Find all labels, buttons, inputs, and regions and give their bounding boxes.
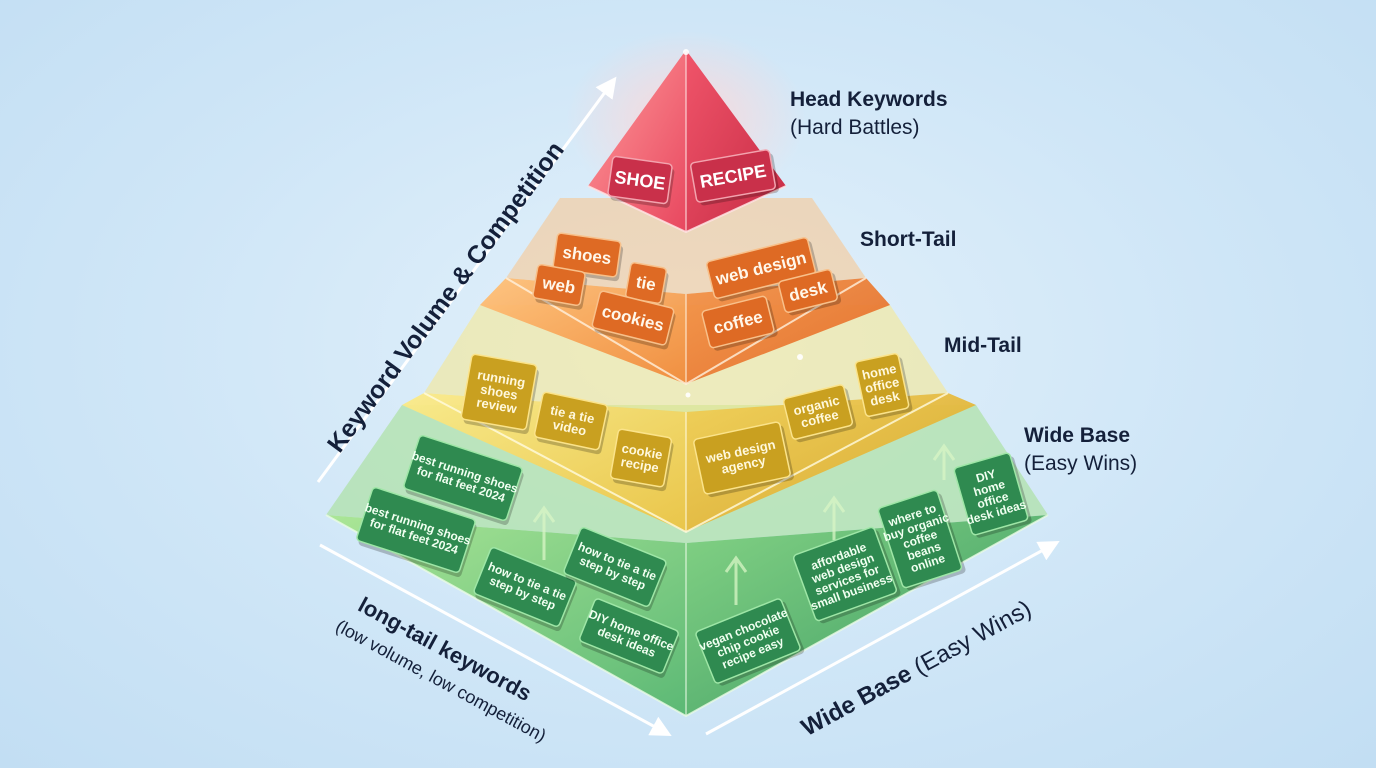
keyword-tile-head: SHOE [607, 155, 675, 208]
bottom-right-arrow [705, 540, 1060, 736]
keyword-text: homeofficedesk [861, 361, 904, 410]
keyword-tile-mid: homeofficedesk [854, 353, 913, 420]
wide-base-title: Wide Base [1024, 424, 1131, 447]
keyword-tile-short: cookies [591, 290, 676, 350]
keyword-text: cookierecipe [618, 440, 664, 475]
keyword-tiles: best running shoesfor flat feet 2024best… [356, 149, 1032, 686]
keyword-tile-mid: web designagency [693, 421, 794, 498]
mid-tail-left-face [402, 393, 686, 532]
keyword-tile-long: where tobuy organiccoffeebeansonline [877, 489, 966, 591]
keyword-tile-mid: organiccoffee [782, 384, 857, 443]
head-keywords-subtitle: (Hard Battles) [790, 116, 920, 139]
mid-tail-label: Mid-Tail [944, 334, 1022, 357]
keyword-tile-long: best running shoesfor flat feet 2024 [403, 434, 524, 526]
keyword-tile-short: coffee [701, 295, 778, 351]
keyword-tile-mid: tie a tievideo [533, 391, 610, 455]
head-keywords-title: Head Keywords [790, 88, 948, 111]
keyword-tile-short: tie [625, 262, 669, 308]
keyword-tile-short: desk [778, 269, 842, 316]
keyword-text: tie a tievideo [546, 402, 596, 439]
short-tail-label: Short-Tail [860, 228, 957, 251]
keyword-text: runningshoesreview [471, 367, 526, 417]
keyword-tile-mid: runningshoesreview [460, 353, 539, 435]
keyword-tile-long: DIY home officedesk ideas [579, 598, 680, 678]
keyword-tile-head: RECIPE [690, 149, 779, 206]
bottom-left-arrow [319, 543, 672, 737]
keyword-tile-long: DIYhomeofficedesk ideas [953, 452, 1032, 538]
keyword-tile-long: how to tie a tiestep by step [473, 547, 578, 632]
keyword-tile-short: web [532, 263, 588, 310]
up-arrow-icons [532, 443, 956, 605]
wide-base-subtitle: (Easy Wins) [1024, 452, 1138, 475]
vertical-axis-arrow [316, 76, 617, 483]
keyword-tile-mid: cookierecipe [609, 428, 674, 492]
keyword-text: tie [635, 272, 658, 294]
